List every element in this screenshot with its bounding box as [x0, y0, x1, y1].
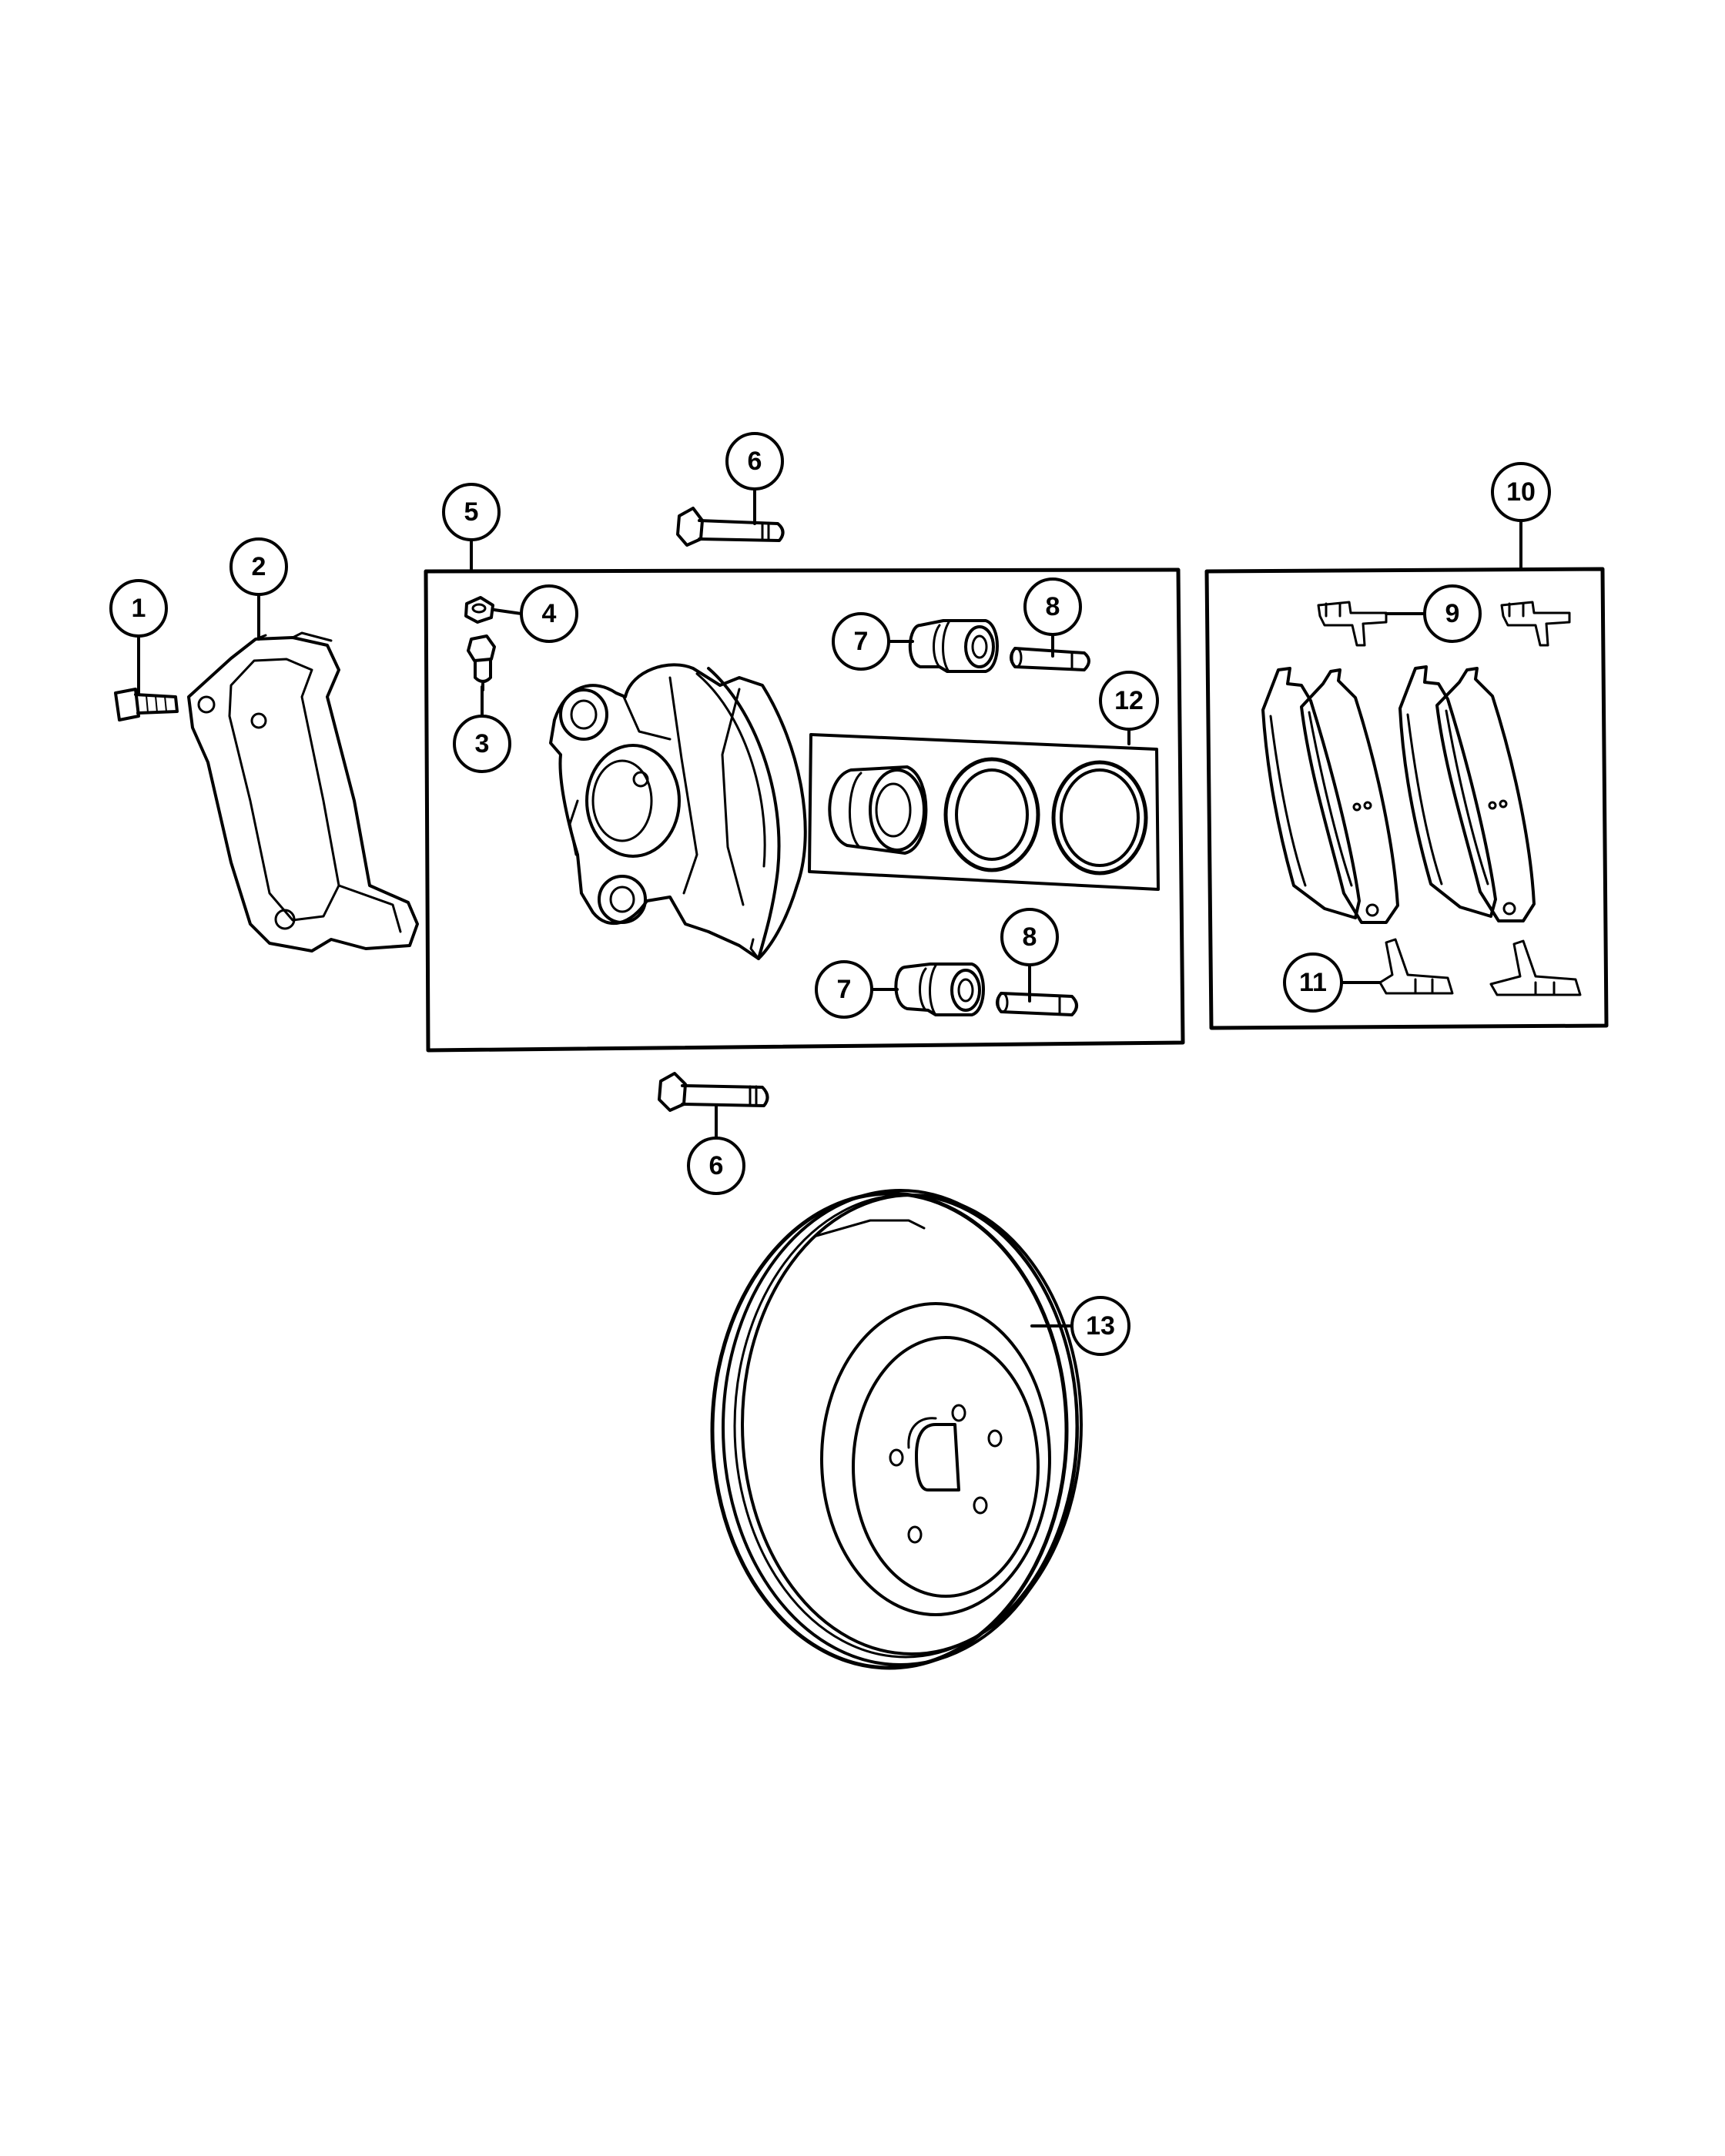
callout-1: 1	[109, 579, 168, 638]
caliper-adapter-bracket	[187, 631, 419, 952]
bleeder-cap	[464, 596, 494, 624]
callout-10: 10	[1491, 462, 1551, 522]
pad-clip-right	[1489, 939, 1582, 996]
callout-7-top: 7	[832, 612, 890, 671]
piston-square-seal	[1051, 760, 1148, 875]
callout-5: 5	[442, 483, 501, 541]
callout-2: 2	[229, 537, 288, 596]
svg-text:6: 6	[709, 1151, 724, 1180]
piston-seal-kit-box	[808, 733, 1160, 891]
guide-pin-sleeve-bottom	[996, 992, 1078, 1016]
svg-text:10: 10	[1506, 477, 1536, 507]
guide-pin-bushing-bottom	[894, 962, 985, 1016]
caliper-housing	[549, 663, 807, 960]
anti-rattle-clip-right	[1500, 601, 1571, 647]
svg-text:6: 6	[748, 447, 762, 476]
callout-11: 11	[1283, 952, 1343, 1013]
callout-6-bottom: 6	[687, 1137, 745, 1195]
svg-text:11: 11	[1299, 968, 1327, 997]
guide-pin-bushing-top	[908, 619, 999, 673]
caliper-assembly-box	[424, 567, 1185, 1053]
callout-9: 9	[1423, 584, 1482, 643]
svg-text:12: 12	[1114, 686, 1144, 715]
brake-rotor	[710, 1189, 1083, 1670]
callout-12: 12	[1099, 671, 1159, 731]
callout-7-bottom: 7	[815, 960, 873, 1019]
anti-rattle-clip-left	[1317, 601, 1388, 647]
guide-pin-sleeve-top	[1010, 647, 1090, 671]
svg-text:1: 1	[132, 594, 146, 623]
callout-8-bottom: 8	[1000, 908, 1059, 966]
callout-8-top: 8	[1023, 578, 1082, 636]
svg-text:7: 7	[837, 975, 852, 1004]
svg-text:9: 9	[1445, 599, 1460, 628]
pad-clip-left	[1378, 938, 1454, 995]
svg-text:4: 4	[542, 599, 557, 628]
callout-4: 4	[520, 584, 578, 643]
caliper-piston	[828, 765, 928, 855]
brake-pad-kit-box	[1204, 567, 1609, 1030]
callout-3: 3	[453, 715, 511, 773]
svg-text:8: 8	[1023, 922, 1037, 952]
leader-lines	[137, 487, 1522, 1327]
svg-text:7: 7	[854, 627, 869, 656]
svg-text:5: 5	[464, 497, 479, 527]
caliper-adapter-bolt	[114, 688, 179, 721]
svg-text:8: 8	[1046, 592, 1060, 621]
svg-text:3: 3	[475, 729, 490, 758]
brake-pad-right-pair	[1398, 665, 1536, 922]
guide-pin-bolt-top	[676, 507, 785, 547]
callout-6-top: 6	[725, 432, 784, 490]
bleeder-screw	[467, 634, 496, 691]
guide-pin-bolt-bottom	[658, 1072, 769, 1112]
brake-pad-left-pair	[1261, 667, 1399, 924]
callout-13: 13	[1070, 1296, 1130, 1356]
svg-text:13: 13	[1086, 1311, 1115, 1341]
svg-text:2: 2	[252, 552, 266, 581]
piston-boot-seal	[943, 757, 1040, 872]
